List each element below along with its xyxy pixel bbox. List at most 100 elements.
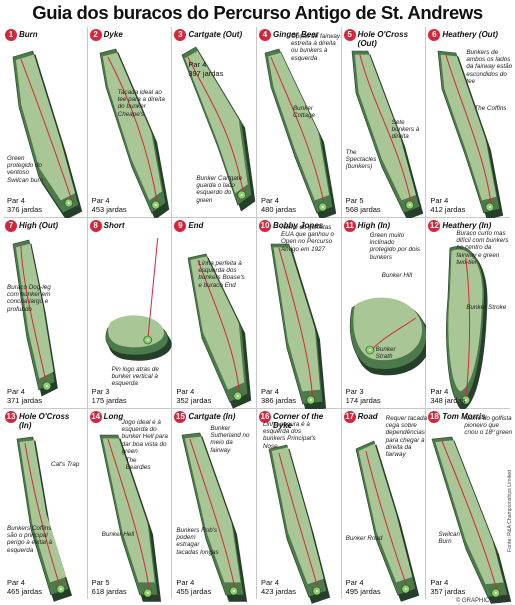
hole-yardage: 455 jardas: [176, 586, 212, 596]
hole-name: Cartgate (Out): [188, 30, 243, 39]
hole-par: Par 4: [260, 387, 279, 396]
hole-name: Heathery (Out): [442, 30, 498, 39]
hole-map-11: [349, 297, 430, 376]
hole-annotation: Buraco Dog-leg com bunker em concha larg…: [7, 284, 51, 313]
play-line: [20, 245, 48, 387]
pin-icon: [67, 202, 70, 204]
hole-number-badge: 17: [343, 411, 356, 423]
pin-icon: [146, 339, 149, 341]
play-line: [278, 247, 314, 403]
hole-par: Par 4: [260, 578, 279, 587]
hole-number-badge: 13: [5, 411, 17, 423]
hole-number-badge: 1: [5, 29, 17, 41]
fairway-area: [102, 438, 155, 583]
hole-par: Par 4: [7, 387, 25, 396]
pin-icon: [404, 588, 407, 590]
hole-par: Par 4: [345, 578, 364, 587]
hole-number-badge: 14: [89, 411, 102, 423]
hole-map-12: [446, 246, 488, 411]
hole-map-10: [270, 243, 327, 411]
hole-name: Heathery (In): [442, 221, 492, 230]
hole-annotation: Bunker Strath: [375, 346, 396, 361]
pin-icon: [495, 592, 498, 594]
pin-icon: [59, 588, 62, 590]
hole-number-badge: 3: [174, 29, 187, 41]
hole-map-16: [268, 444, 331, 604]
hole-par: Par 4: [91, 196, 110, 205]
hole-name: High (In): [357, 221, 391, 230]
hole-name: End: [188, 221, 204, 230]
pin-icon: [465, 399, 468, 401]
hole-number-badge: 2: [89, 29, 102, 41]
source-credit: Fonte: R&A Championships Limited: [507, 470, 513, 552]
pin-icon: [489, 206, 492, 208]
hole-annotation: Green muito inclinado protegido por dois…: [369, 232, 421, 261]
hole-par: Par 4: [260, 196, 279, 205]
fairway-area: [268, 52, 330, 201]
hole-yardage: 480 jardas: [260, 204, 297, 214]
hole-annotation: The Beardies: [125, 457, 151, 472]
hole-map-2: [99, 48, 169, 220]
fairway-area: [102, 52, 162, 201]
play-line: [365, 450, 408, 590]
pin-icon: [368, 349, 371, 351]
fairway-area: [273, 247, 321, 392]
hole-yardage: 465 jardas: [7, 586, 43, 596]
hole-number-badge: 5: [343, 29, 356, 41]
hole-yardage: 386 jardas: [260, 395, 297, 405]
hole-annotation: Buraco curto mas difícil com bunkers no …: [456, 230, 509, 266]
hole-annotation: Cat's Trap: [51, 461, 80, 468]
hole-map-14: [99, 434, 161, 602]
hole-map-8: [105, 237, 172, 361]
hole-par: Par 4: [430, 387, 449, 396]
pin-icon: [154, 204, 157, 206]
play-line: [445, 54, 493, 210]
hole-yardage: 453 jardas: [91, 204, 127, 214]
hole-name: Hole O'Cross (Out): [357, 30, 409, 48]
fairway-area: [107, 315, 164, 348]
play-line: [107, 56, 158, 206]
pin-icon: [233, 590, 236, 592]
play-line: [187, 56, 245, 196]
hole-name: Short: [103, 221, 125, 230]
hole-number-badge: 9: [174, 220, 187, 232]
hole-annotation: Bunker Cartgate guarda o lado esquerdo d…: [196, 175, 243, 204]
hole-annotation: Bunker Hill: [381, 272, 413, 279]
hole-map-13: [16, 436, 73, 602]
hole-par: Par 5: [91, 578, 110, 587]
hole-annotation: Bunker Road: [345, 535, 383, 542]
play-line: [146, 237, 158, 341]
play-line: [197, 259, 241, 397]
hole-map-15: [181, 432, 248, 602]
fairway-area: [15, 243, 54, 379]
hole-yardage: 423 jardas: [260, 586, 297, 596]
hole-annotation: Bunkers Coffins são o principal perigo a…: [7, 525, 53, 554]
play-line: [20, 58, 74, 204]
hole-par: Par 4: [188, 60, 207, 69]
hole-name: Tom Morris: [442, 412, 486, 421]
hole-map-18: [431, 436, 512, 604]
fairway-area: [185, 51, 249, 194]
